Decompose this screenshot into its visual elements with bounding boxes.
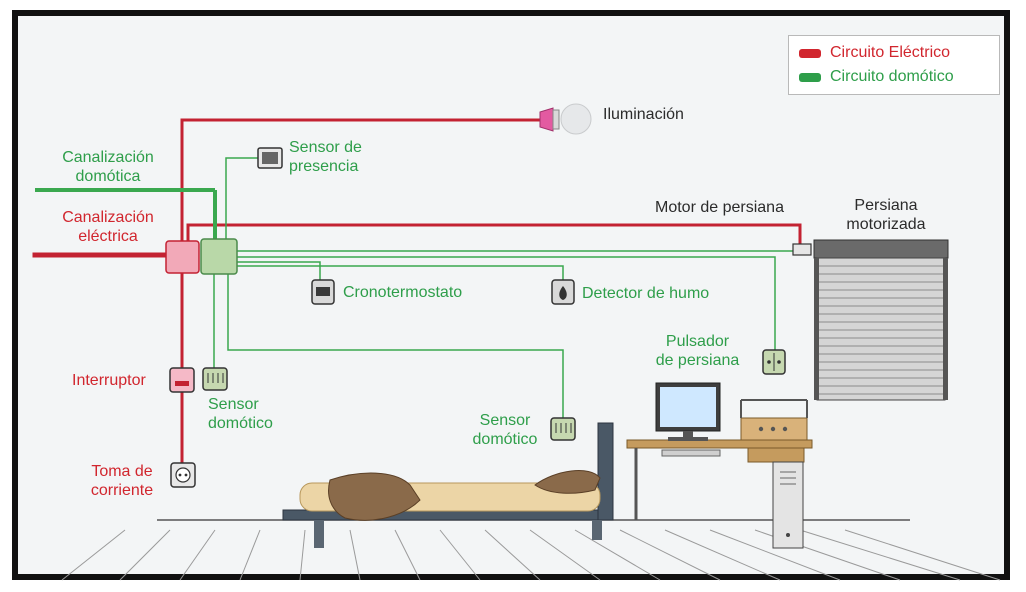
motorized-blind-label: Persiana motorizada — [846, 197, 926, 233]
blind-pushbutton-icon — [762, 349, 786, 375]
smoke-detector-icon — [551, 279, 575, 305]
presence-sensor-icon — [257, 147, 283, 169]
domotic-conduit-label: Canalización domótica — [62, 149, 154, 185]
switch-icon — [169, 367, 195, 393]
domotic-sensor-right-label: Sensor domótico — [472, 412, 538, 448]
domotic-swatch — [799, 72, 821, 82]
electric-swatch — [799, 48, 821, 58]
switch-label: Interruptor — [72, 372, 146, 389]
outlet-label: Toma de corriente — [90, 463, 154, 499]
legend-item-electric: Circuito Eléctrico — [799, 43, 950, 63]
domotic-sensor-left-label: Sensor domótico — [208, 396, 273, 432]
chronothermostat-label: Cronotermostato — [343, 284, 463, 301]
bed-icon — [282, 422, 614, 548]
legend-electric-label: Circuito Eléctrico — [830, 44, 951, 61]
electric-conduit-label: Canalización eléctrica — [62, 209, 154, 245]
domotic-sensor-left-icon — [202, 367, 228, 391]
motorized-blind-icon — [813, 239, 949, 401]
keyboard-icon — [661, 449, 721, 457]
presence-sensor-label: Sensor de presencia — [289, 139, 362, 175]
domotic-junction-box — [200, 238, 238, 275]
lighting-label: Iluminación — [603, 106, 684, 123]
computer-tower-icon — [772, 461, 804, 549]
light-bulb-icon — [539, 103, 592, 135]
legend-domotic-label: Circuito domótico — [830, 68, 954, 85]
legend-item-domotic: Circuito domótico — [799, 67, 954, 87]
smoke-detector-label: Detector de humo — [582, 285, 710, 302]
blind-motor-icon — [792, 243, 812, 256]
blind-pushbutton-label: Pulsador de persiana — [655, 333, 740, 369]
chronothermostat-icon — [311, 279, 335, 305]
blind-motor-label: Motor de persiana — [655, 199, 784, 216]
domotic-sensor-right-icon — [550, 417, 576, 441]
monitor-icon — [655, 382, 721, 441]
legend: Circuito Eléctrico Circuito domótico — [788, 35, 1000, 95]
domotic-circuit — [35, 157, 800, 418]
outlet-icon — [170, 462, 196, 488]
electric-circuit — [32, 118, 802, 464]
electric-junction-box — [165, 240, 200, 274]
floor — [61, 519, 1001, 581]
